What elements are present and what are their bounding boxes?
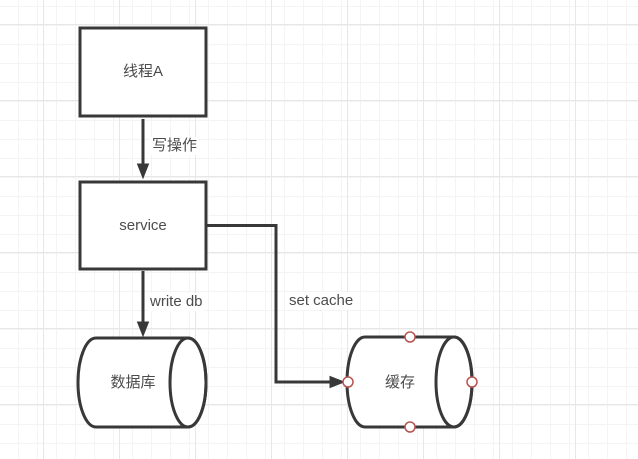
node-service-label: service — [119, 217, 167, 234]
node-service[interactable] — [78, 180, 208, 271]
edge-write-db-label: write db — [148, 293, 205, 311]
edge-set-cache-label: set cache — [287, 292, 356, 310]
edge-write-db[interactable] — [136, 271, 150, 338]
connection-handle-left[interactable] — [342, 376, 354, 388]
edge-line — [206, 224, 331, 384]
edge-set-cache[interactable] — [206, 224, 346, 389]
node-cache-label: 缓存 — [384, 374, 416, 391]
arrowhead-icon — [136, 163, 150, 180]
node-thread-a[interactable] — [78, 26, 208, 118]
connection-handle-bottom[interactable] — [404, 421, 416, 433]
node-thread-a-label: 线程A — [122, 63, 164, 80]
node-cache[interactable] — [345, 335, 474, 429]
connection-handle-right[interactable] — [466, 376, 478, 388]
connection-handle-top[interactable] — [404, 331, 416, 343]
node-database-label: 数据库 — [110, 374, 156, 391]
edge-write-op-label: 写操作 — [150, 137, 200, 155]
arrowhead-icon — [136, 321, 150, 338]
edge-write-op[interactable] — [136, 119, 150, 180]
cylinder-cap — [168, 336, 208, 429]
arrowhead-icon — [329, 375, 346, 389]
node-database[interactable] — [76, 336, 208, 429]
